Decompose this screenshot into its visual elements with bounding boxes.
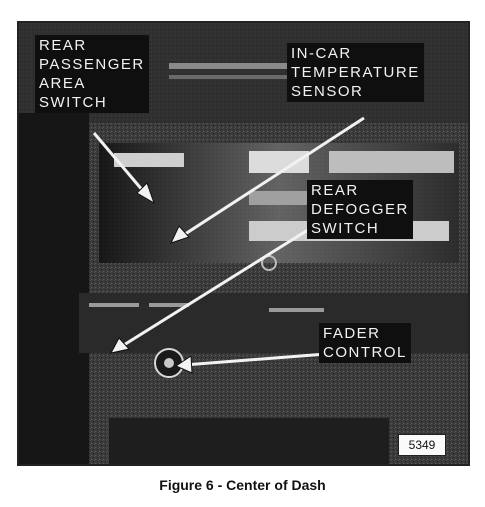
figure-number: 5349 — [398, 434, 446, 456]
callout-in-car-temperature-sensor: IN-CAR TEMPERATURE SENSOR — [287, 43, 424, 102]
dash-photo: REAR PASSENGER AREA SWITCH IN-CAR TEMPER… — [17, 21, 470, 466]
figure-caption: Figure 6 - Center of Dash — [159, 477, 326, 493]
callout-rear-defogger-switch: REAR DEFOGGER SWITCH — [307, 180, 413, 239]
callout-rear-passenger-area-switch: REAR PASSENGER AREA SWITCH — [35, 35, 149, 113]
callout-fader-control: FADER CONTROL — [319, 323, 411, 363]
